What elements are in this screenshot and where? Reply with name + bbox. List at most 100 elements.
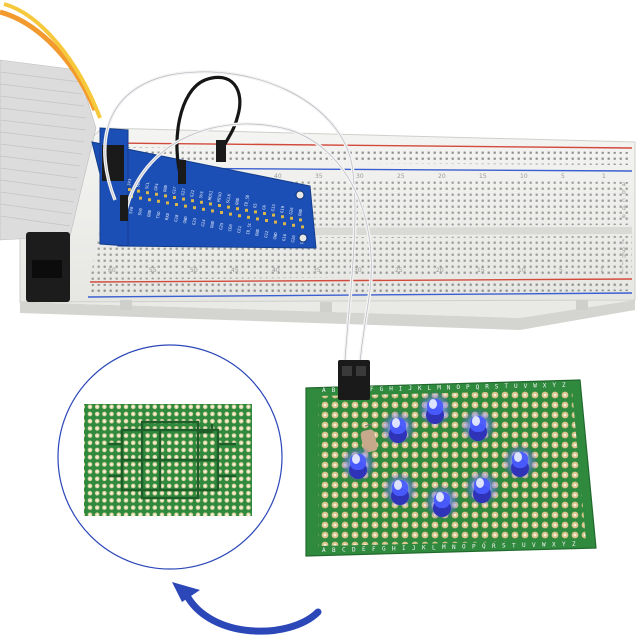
column-number: 1 [602, 173, 606, 180]
pcb-edge-letter: Q [476, 384, 480, 391]
row-letter: j [621, 267, 624, 274]
header-pin [218, 204, 221, 207]
header-pin [254, 210, 257, 214]
pcb-edge-letter: Q [482, 543, 486, 550]
header-pin [191, 199, 194, 203]
column-number: 55 [149, 267, 157, 274]
pin-label: 3V3 [198, 190, 204, 199]
header-pin [290, 216, 293, 220]
column-number: 35 [313, 267, 321, 274]
pcb-edge-letter: G [382, 546, 386, 553]
pcb-edge-letter: T [512, 542, 516, 549]
column-number: 30 [354, 267, 362, 274]
pin-label: ID_SD [243, 194, 250, 207]
pin-label: GND [254, 228, 260, 237]
arrow-head [172, 582, 200, 602]
row-letter: g [622, 246, 626, 253]
pin-label: GND [209, 220, 215, 229]
column-number: 35 [315, 173, 323, 180]
bottom-red-rail-line [89, 278, 633, 283]
pcb-edge-letter: N [447, 384, 451, 391]
blue-led [424, 484, 460, 520]
pcb-edge-letter: D [352, 546, 356, 553]
pcb-edge-letter: C [342, 547, 346, 554]
pcb-edge-letter: V [532, 542, 536, 549]
column-number: 1 [600, 267, 604, 274]
header-pin [301, 225, 304, 229]
pin-label: ID_SC [245, 222, 252, 235]
header-pin [137, 189, 140, 193]
pcb-edge-letter: P [466, 384, 470, 391]
pin-label: G24 [200, 218, 206, 227]
pin-label: G17 [171, 186, 177, 195]
pin-label: G12 [263, 230, 269, 239]
header-pin [265, 219, 268, 222]
column-number: 15 [477, 267, 485, 274]
pcb-edge-letter: U [514, 383, 518, 390]
pcb-edge-letter: K [418, 385, 422, 392]
pin-label: RXD [164, 212, 170, 221]
header-pin [256, 217, 259, 221]
column-number: 20 [438, 173, 446, 180]
row-letter: b [622, 189, 626, 196]
pin-label: 5V0 [128, 206, 134, 215]
column-number: 15 [479, 173, 487, 180]
pcb-edge-letter: X [552, 541, 556, 548]
header-pin [146, 191, 149, 195]
pcb-edge-letter: Y [552, 382, 556, 389]
header-pin [299, 218, 302, 222]
header-pin [148, 198, 151, 202]
pcb-edge-letter: O [462, 544, 466, 551]
row-letter: i [622, 260, 624, 267]
column-number: 25 [395, 267, 403, 274]
pin-label: GND [162, 184, 168, 193]
top-red-rail-line [109, 142, 633, 149]
callout-magnifier [57, 344, 283, 570]
pcb-edge-letter: A [322, 547, 326, 554]
header-pin [229, 212, 232, 216]
pin-label: GND [182, 215, 188, 224]
pin-label: GND [272, 231, 278, 240]
pcb-edge-letter: Y [562, 541, 566, 548]
blue-led [382, 472, 418, 508]
header-pin [247, 215, 250, 219]
orange-wire [0, 9, 98, 111]
header-pin [281, 215, 284, 219]
jumper-plug-black [178, 160, 186, 184]
pin-label: G23 [191, 217, 197, 226]
pcb-edge-letter: O [456, 384, 460, 391]
pin-label: 3V3 [126, 178, 132, 187]
column-number: 40 [272, 267, 280, 274]
blue-led [417, 391, 453, 427]
blue-led [460, 408, 496, 444]
pcb-edge-letter: Z [572, 541, 576, 548]
pcb-edge-letter: J [412, 545, 416, 552]
curved-arrow [182, 590, 322, 635]
pcb-edge-letter: Z [562, 382, 566, 389]
pcb-edge-letter: L [428, 385, 432, 392]
header-pin [227, 205, 230, 209]
row-letter: a [622, 181, 626, 188]
pcb-edge-letter: V [524, 383, 528, 390]
pcb-edge-letter: P [472, 543, 476, 550]
pcb-edge-letter: W [533, 383, 537, 390]
pcb-edge-letter: F [372, 546, 376, 553]
breadboard-notch [320, 302, 332, 312]
pin-label: G22 [189, 189, 195, 198]
header-pin [263, 212, 266, 215]
row-letter: h [622, 253, 626, 260]
header-pin [173, 196, 176, 199]
row-letter: d [622, 205, 626, 212]
column-number: 10 [518, 267, 526, 274]
column-number: 50 [190, 267, 198, 274]
pcb-edge-letter: F [370, 386, 374, 393]
header-pin [175, 203, 178, 206]
pcb-edge-letter: I [402, 545, 406, 552]
pcb-edge-letter: R [485, 384, 489, 391]
mounting-hole [295, 190, 305, 200]
header-pin [128, 188, 131, 191]
pin-label: G6 [261, 204, 267, 210]
